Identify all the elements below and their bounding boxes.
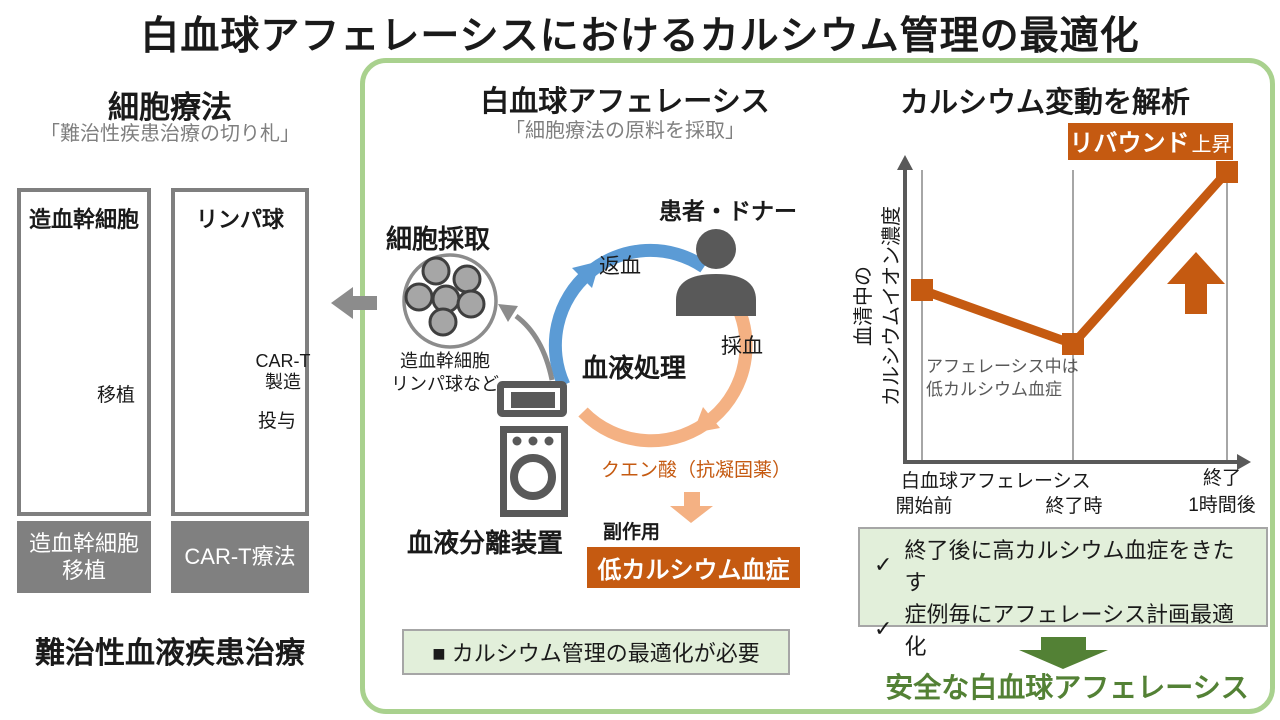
draw-blood-label: 採血 xyxy=(721,335,763,358)
finding-text: 終了後に高カルシウム血症をきたす xyxy=(904,538,1235,595)
stem-cell-transplant-result-box: 造血幹細胞 移植 xyxy=(17,521,151,593)
cell-types-label: 造血幹細胞 リンパ球など xyxy=(391,351,499,395)
chart-x-series-label: 白血球アフェレーシス xyxy=(901,471,1091,492)
middle-panel-subheading: 「細胞療法の原料を採取」 xyxy=(505,120,745,142)
transplant-step-label: 移植 xyxy=(97,385,136,406)
left-block-arrow-icon xyxy=(331,287,377,319)
citrate-label: クエン酸（抗凝固薬） xyxy=(601,460,792,481)
stem-cell-column-box xyxy=(17,188,151,516)
check-icon: ✓ xyxy=(874,552,893,577)
donor-person-icon xyxy=(676,229,756,316)
return-blood-arrowhead-icon xyxy=(572,261,600,288)
blood-processing-label: 血液処理 xyxy=(581,353,686,383)
chart-y-axis-arrowhead-icon xyxy=(897,155,913,170)
draw-blood-arrowhead-icon xyxy=(693,407,720,433)
middle-panel-heading: 白血球アフェレーシス xyxy=(480,86,770,118)
separator-device-label: 血液分離装置 xyxy=(406,528,563,558)
chart-x-tick-before-start: 開始前 xyxy=(895,496,953,517)
lymphocyte-box-title: リンパ球 xyxy=(195,207,284,232)
data-marker-start xyxy=(911,279,933,301)
cell-collection-label: 細胞採取 xyxy=(386,224,491,254)
finding-text: 症例毎にアフェレーシス計画最適化 xyxy=(904,602,1234,659)
left-panel-heading: 細胞療法 xyxy=(108,90,232,125)
finding-item: ✓ 症例毎にアフェレーシス計画最適化 xyxy=(874,597,1252,661)
chart-x-axis-arrowhead-icon xyxy=(1237,454,1251,470)
optimization-note-box: ■ カルシウム管理の最適化が必要 xyxy=(402,629,790,675)
car-t-therapy-result-box: CAR-T療法 xyxy=(171,521,309,593)
page-title: 白血球アフェレーシスにおけるカルシウム管理の最適化 xyxy=(140,15,1140,58)
check-icon: ✓ xyxy=(874,616,893,641)
side-effect-label: 副作用 xyxy=(603,522,661,543)
rebound-badge-sub: 上昇 xyxy=(1191,134,1232,156)
administration-step-label: 投与 xyxy=(258,411,297,432)
rebound-badge: リバウンド 上昇 xyxy=(1068,123,1233,160)
chart-x-tick-one-hour-after: 終了 1時間後 xyxy=(1188,468,1256,516)
chart-annotation: アフェレーシス中は 低カルシウム血症 xyxy=(926,357,1079,399)
conclusion-text: 安全な白血球アフェレーシス xyxy=(885,672,1249,703)
chart-y-axis-label: 血清中の カルシウムイオン濃度 xyxy=(853,206,903,406)
side-effect-arrow-icon xyxy=(670,492,713,523)
car-t-manufacture-step-label: CAR-T 製造 xyxy=(255,351,311,392)
conclusion-down-arrow-icon xyxy=(1019,637,1108,669)
chart-x-tick-at-end: 終了時 xyxy=(1045,496,1103,517)
hypocalcemia-badge: 低カルシウム血症 xyxy=(587,547,800,588)
rebound-up-arrow-icon xyxy=(1167,252,1225,314)
data-marker-one-hour-after xyxy=(1216,161,1238,183)
patient-donor-label: 患者・ドナー xyxy=(659,198,797,224)
findings-box: ✓ 終了後に高カルシウム血症をきたす ✓ 症例毎にアフェレーシス計画最適化 xyxy=(858,527,1268,659)
right-panel-heading: カルシウム変動を解析 xyxy=(899,87,1190,119)
data-marker-end-of-apheresis xyxy=(1062,333,1084,355)
left-panel-subheading: 「難治性疾患治療の切り札」 xyxy=(40,123,300,145)
machine-to-cells-arrow-icon xyxy=(498,304,555,381)
left-panel-footer: 難治性血液疾患治療 xyxy=(35,637,305,670)
return-blood-label: 返血 xyxy=(599,255,641,278)
stem-cell-box-title: 造血幹細胞 xyxy=(28,207,139,232)
calcium-line-series xyxy=(920,168,1231,350)
green-frame xyxy=(360,58,1275,714)
finding-item: ✓ 終了後に高カルシウム血症をきたす xyxy=(874,533,1252,597)
lymphocyte-column-box xyxy=(171,188,309,516)
apheresis-machine-icon xyxy=(497,381,568,517)
rebound-badge-main: リバウンド xyxy=(1069,130,1190,157)
collected-cells-cluster-icon xyxy=(402,253,498,349)
